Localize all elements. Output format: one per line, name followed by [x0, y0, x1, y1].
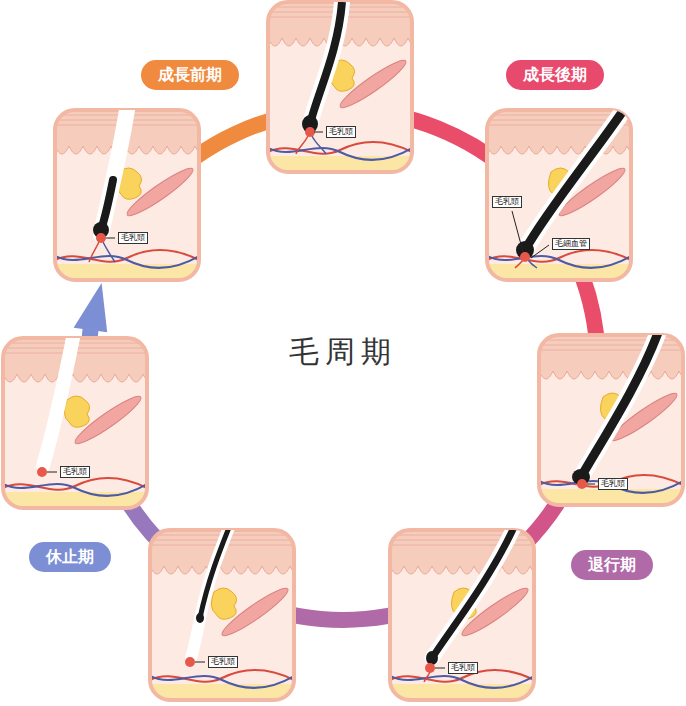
skin-panel: [390, 525, 544, 700]
phase-label: 退行期: [588, 550, 636, 580]
skin-panel: [487, 105, 641, 280]
part-label: 毛乳頭: [492, 196, 522, 208]
leader-line: [47, 472, 57, 473]
leader-line: [195, 662, 205, 663]
phase-label: 成長後期: [523, 60, 587, 90]
part-label: 毛乳頭: [326, 126, 356, 138]
phase-label: 成長前期: [158, 60, 222, 90]
leader-lines: [47, 132, 595, 668]
part-label: 毛乳頭: [598, 478, 628, 490]
skin-panel: [539, 330, 686, 505]
skin-panel: [3, 338, 157, 508]
phase-pill: 成長前期: [141, 60, 239, 90]
phase-pill: 休止期: [29, 542, 111, 572]
diagram-title: 毛周期: [193, 332, 493, 373]
skin-panel: [268, 2, 422, 172]
part-label: 毛細血管: [552, 238, 590, 250]
phase-label: 休止期: [46, 542, 94, 572]
leader-line: [106, 238, 115, 239]
part-label: 毛乳頭: [60, 466, 90, 478]
part-label: 毛乳頭: [118, 232, 148, 244]
leader-line: [531, 245, 549, 258]
part-label: 毛乳頭: [208, 656, 238, 668]
skin-panel: [150, 525, 304, 700]
leader-line: [314, 132, 323, 133]
leader-line: [512, 211, 523, 252]
ring-arrowhead: [74, 283, 108, 332]
part-label: 毛乳頭: [448, 662, 478, 674]
leader-line: [435, 668, 445, 669]
phase-pill: 退行期: [571, 550, 653, 580]
skin-panel: [55, 110, 209, 280]
phase-pill: 成長後期: [506, 60, 604, 90]
leader-line: [587, 484, 595, 485]
